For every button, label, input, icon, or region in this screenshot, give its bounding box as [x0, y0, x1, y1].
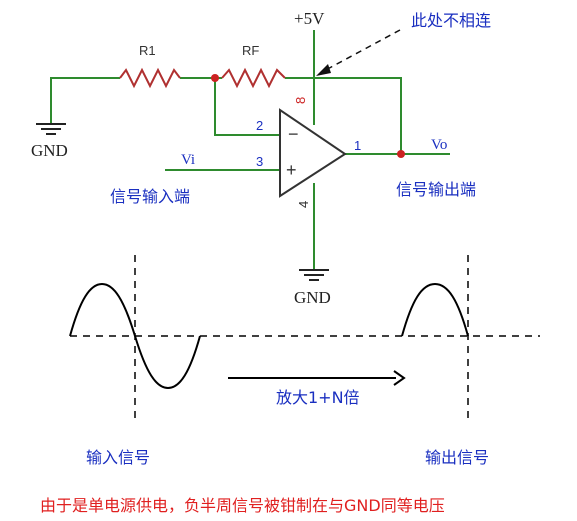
resistor-rf	[221, 67, 286, 89]
output-terminal-label: 信号输出端	[396, 180, 476, 199]
wire-rf-to-output-feedback	[285, 77, 402, 154]
wire-gnd-to-r1	[50, 77, 120, 124]
op-amp-triangle	[279, 108, 347, 198]
junction-node-left	[211, 74, 219, 82]
waveform-area: 放大1+N倍 输入信号 输出信号	[69, 255, 540, 467]
not-connected-arrow-line	[321, 29, 401, 73]
circuit-wires	[50, 30, 450, 270]
wire-node-to-inverting	[214, 78, 280, 136]
op-amp-plus-sign: +	[286, 160, 297, 180]
ground-left-label: GND	[31, 141, 68, 160]
output-clamped-wave	[401, 282, 469, 337]
pin-noninverting-number: 3	[256, 154, 263, 169]
pin-vcc-number: 8	[293, 97, 308, 104]
pin-inverting-number: 2	[256, 118, 263, 133]
supply-voltage-label: +5V	[294, 9, 325, 28]
output-signal-label: 输出信号	[425, 448, 489, 467]
input-terminal-label: 信号输入端	[110, 187, 190, 206]
rf-label: RF	[242, 43, 259, 58]
pin-output-number: 1	[354, 138, 361, 153]
gain-arrow-head	[393, 370, 406, 386]
ground-left-icon	[36, 123, 66, 135]
ground-bottom-icon	[299, 269, 329, 281]
ground-bottom-label: GND	[294, 288, 331, 307]
resistor-r1	[119, 67, 181, 89]
op-amp-minus-sign: −	[288, 124, 299, 144]
vo-label: Vo	[431, 137, 447, 153]
r1-label: R1	[139, 43, 156, 58]
input-signal-label: 输入信号	[86, 448, 150, 467]
pin-gnd-number: 4	[296, 201, 311, 208]
not-connected-arrow-head	[316, 64, 331, 76]
vi-label: Vi	[181, 152, 195, 168]
clamp-note: 由于是单电源供电，负半周信号被钳制在与GND同等电压	[40, 496, 445, 515]
input-sine-wave	[69, 282, 201, 390]
gain-label: 放大1+N倍	[276, 388, 360, 407]
junction-node-output	[397, 150, 405, 158]
not-connected-note: 此处不相连	[411, 11, 491, 30]
